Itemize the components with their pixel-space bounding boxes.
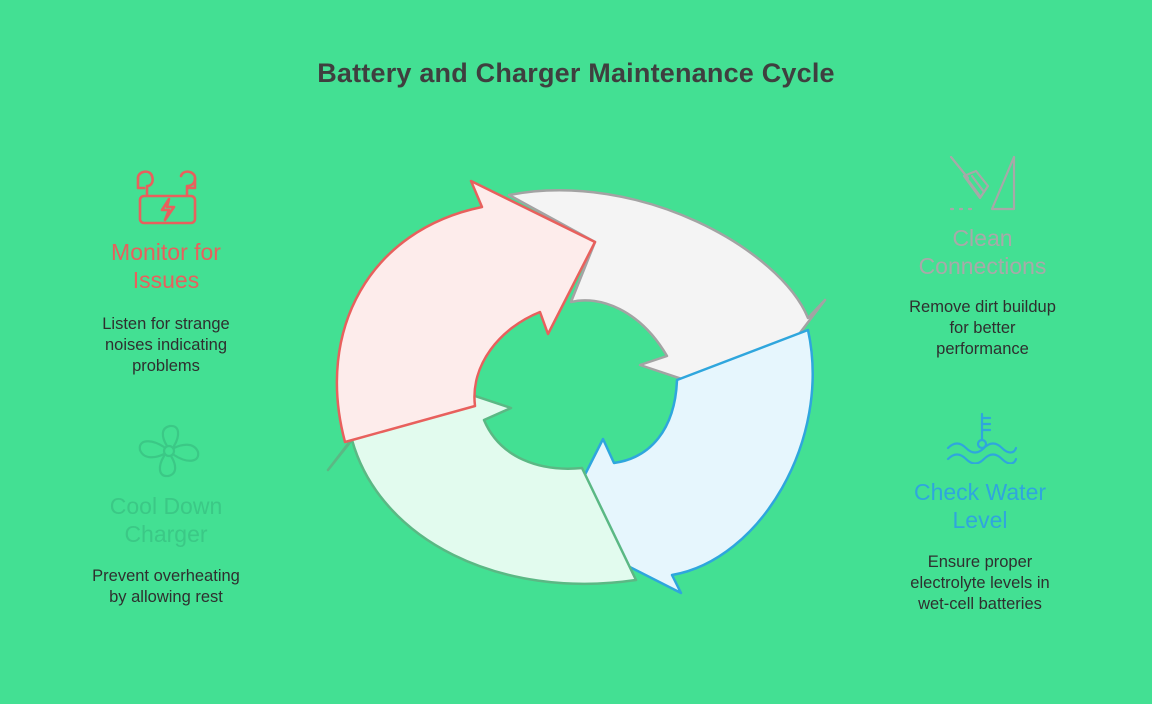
step-water-description: Ensure proper electrolyte levels in wet-…: [910, 553, 1050, 613]
step-monitor-title: Monitor for Issues: [111, 239, 221, 293]
airpods-charging-icon: [136, 170, 197, 225]
broom-icon: [949, 155, 1016, 211]
step-cool-description: Prevent overheating by allowing rest: [92, 567, 240, 606]
fan-icon: [138, 424, 200, 478]
step-clean-description: Remove dirt buildup for better performan…: [909, 298, 1056, 358]
cycle-arrow-monitor: [335, 179, 597, 444]
step-water-title: Check Water Level: [913, 479, 1047, 533]
step-monitor: Monitor for Issues Listen for strange no…: [66, 238, 266, 377]
step-clean-title: Clean Connections: [918, 225, 1047, 279]
step-water: Check Water Level Ensure proper electrol…: [880, 478, 1080, 615]
step-cool-title: Cool Down Charger: [109, 493, 223, 547]
cycle-arrow-water: [555, 328, 814, 595]
diagram-title: Battery and Charger Maintenance Cycle: [317, 58, 835, 88]
step-monitor-description: Listen for strange noises indicating pro…: [102, 315, 230, 375]
cycle-arrow-clean: [507, 189, 827, 403]
step-cool: Cool Down Charger Prevent overheating by…: [66, 492, 266, 608]
water-level-icon: [946, 412, 1018, 464]
step-clean: Clean Connections Remove dirt buildup fo…: [880, 224, 1085, 360]
